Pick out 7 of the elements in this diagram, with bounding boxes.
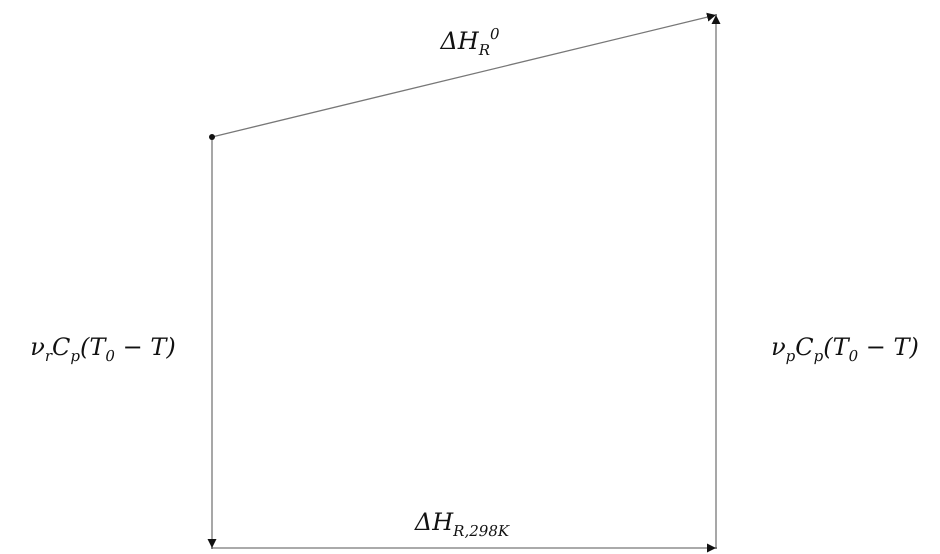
arrow xyxy=(208,137,216,548)
edge-label: ν$_{p}$C$_{p}$(T$_{0}$ − T) xyxy=(771,333,919,365)
arrow xyxy=(212,544,716,552)
arrow xyxy=(712,15,720,548)
start-dot xyxy=(209,134,215,140)
edge-label: ΔH$_{R,298K}$ xyxy=(414,508,510,540)
edge-label: ν$_{r}$C$_{p}$(T$_{0}$ − T) xyxy=(30,333,176,365)
